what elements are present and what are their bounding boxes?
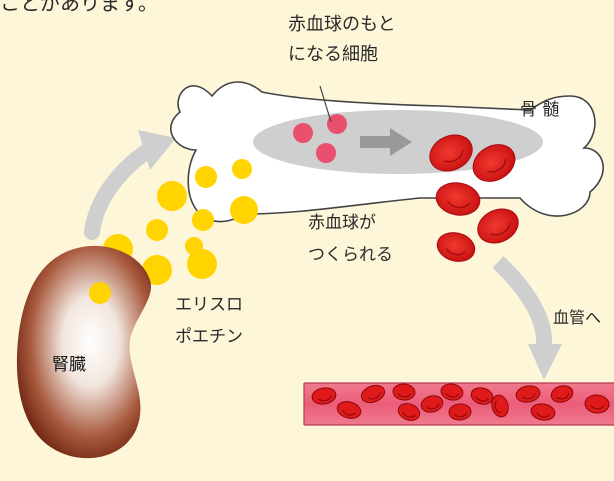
- to-vessel-label: 血管へ: [553, 304, 601, 328]
- epo-dot: [195, 166, 217, 188]
- kidney-label: 腎臓: [52, 350, 86, 375]
- rbc-made-label-line1: 赤血球が: [308, 208, 376, 233]
- rbc-made-label-line2: つくられる: [308, 240, 393, 265]
- epo-dot: [146, 219, 168, 241]
- epo-dot: [232, 159, 252, 179]
- epo-dot: [230, 196, 258, 224]
- epo-dot: [192, 209, 214, 231]
- epo-flow-arrow: [92, 130, 176, 232]
- precursor-cell: [293, 123, 313, 143]
- precursor-cell-label-line2: になる細胞: [288, 40, 378, 66]
- epo-dot: [157, 181, 187, 211]
- top-clipped-text: ことがあります。: [0, 0, 158, 16]
- bone-marrow-label: 骨 髄: [520, 95, 559, 120]
- erythropoietin-label-line2: ポエチン: [175, 322, 243, 347]
- epo-dot: [89, 282, 111, 304]
- epo-dot: [187, 249, 217, 279]
- precursor-cell-label-line1: 赤血球のもと: [288, 10, 396, 36]
- precursor-cell: [316, 143, 336, 163]
- erythropoietin-label-line1: エリスロ: [175, 290, 243, 315]
